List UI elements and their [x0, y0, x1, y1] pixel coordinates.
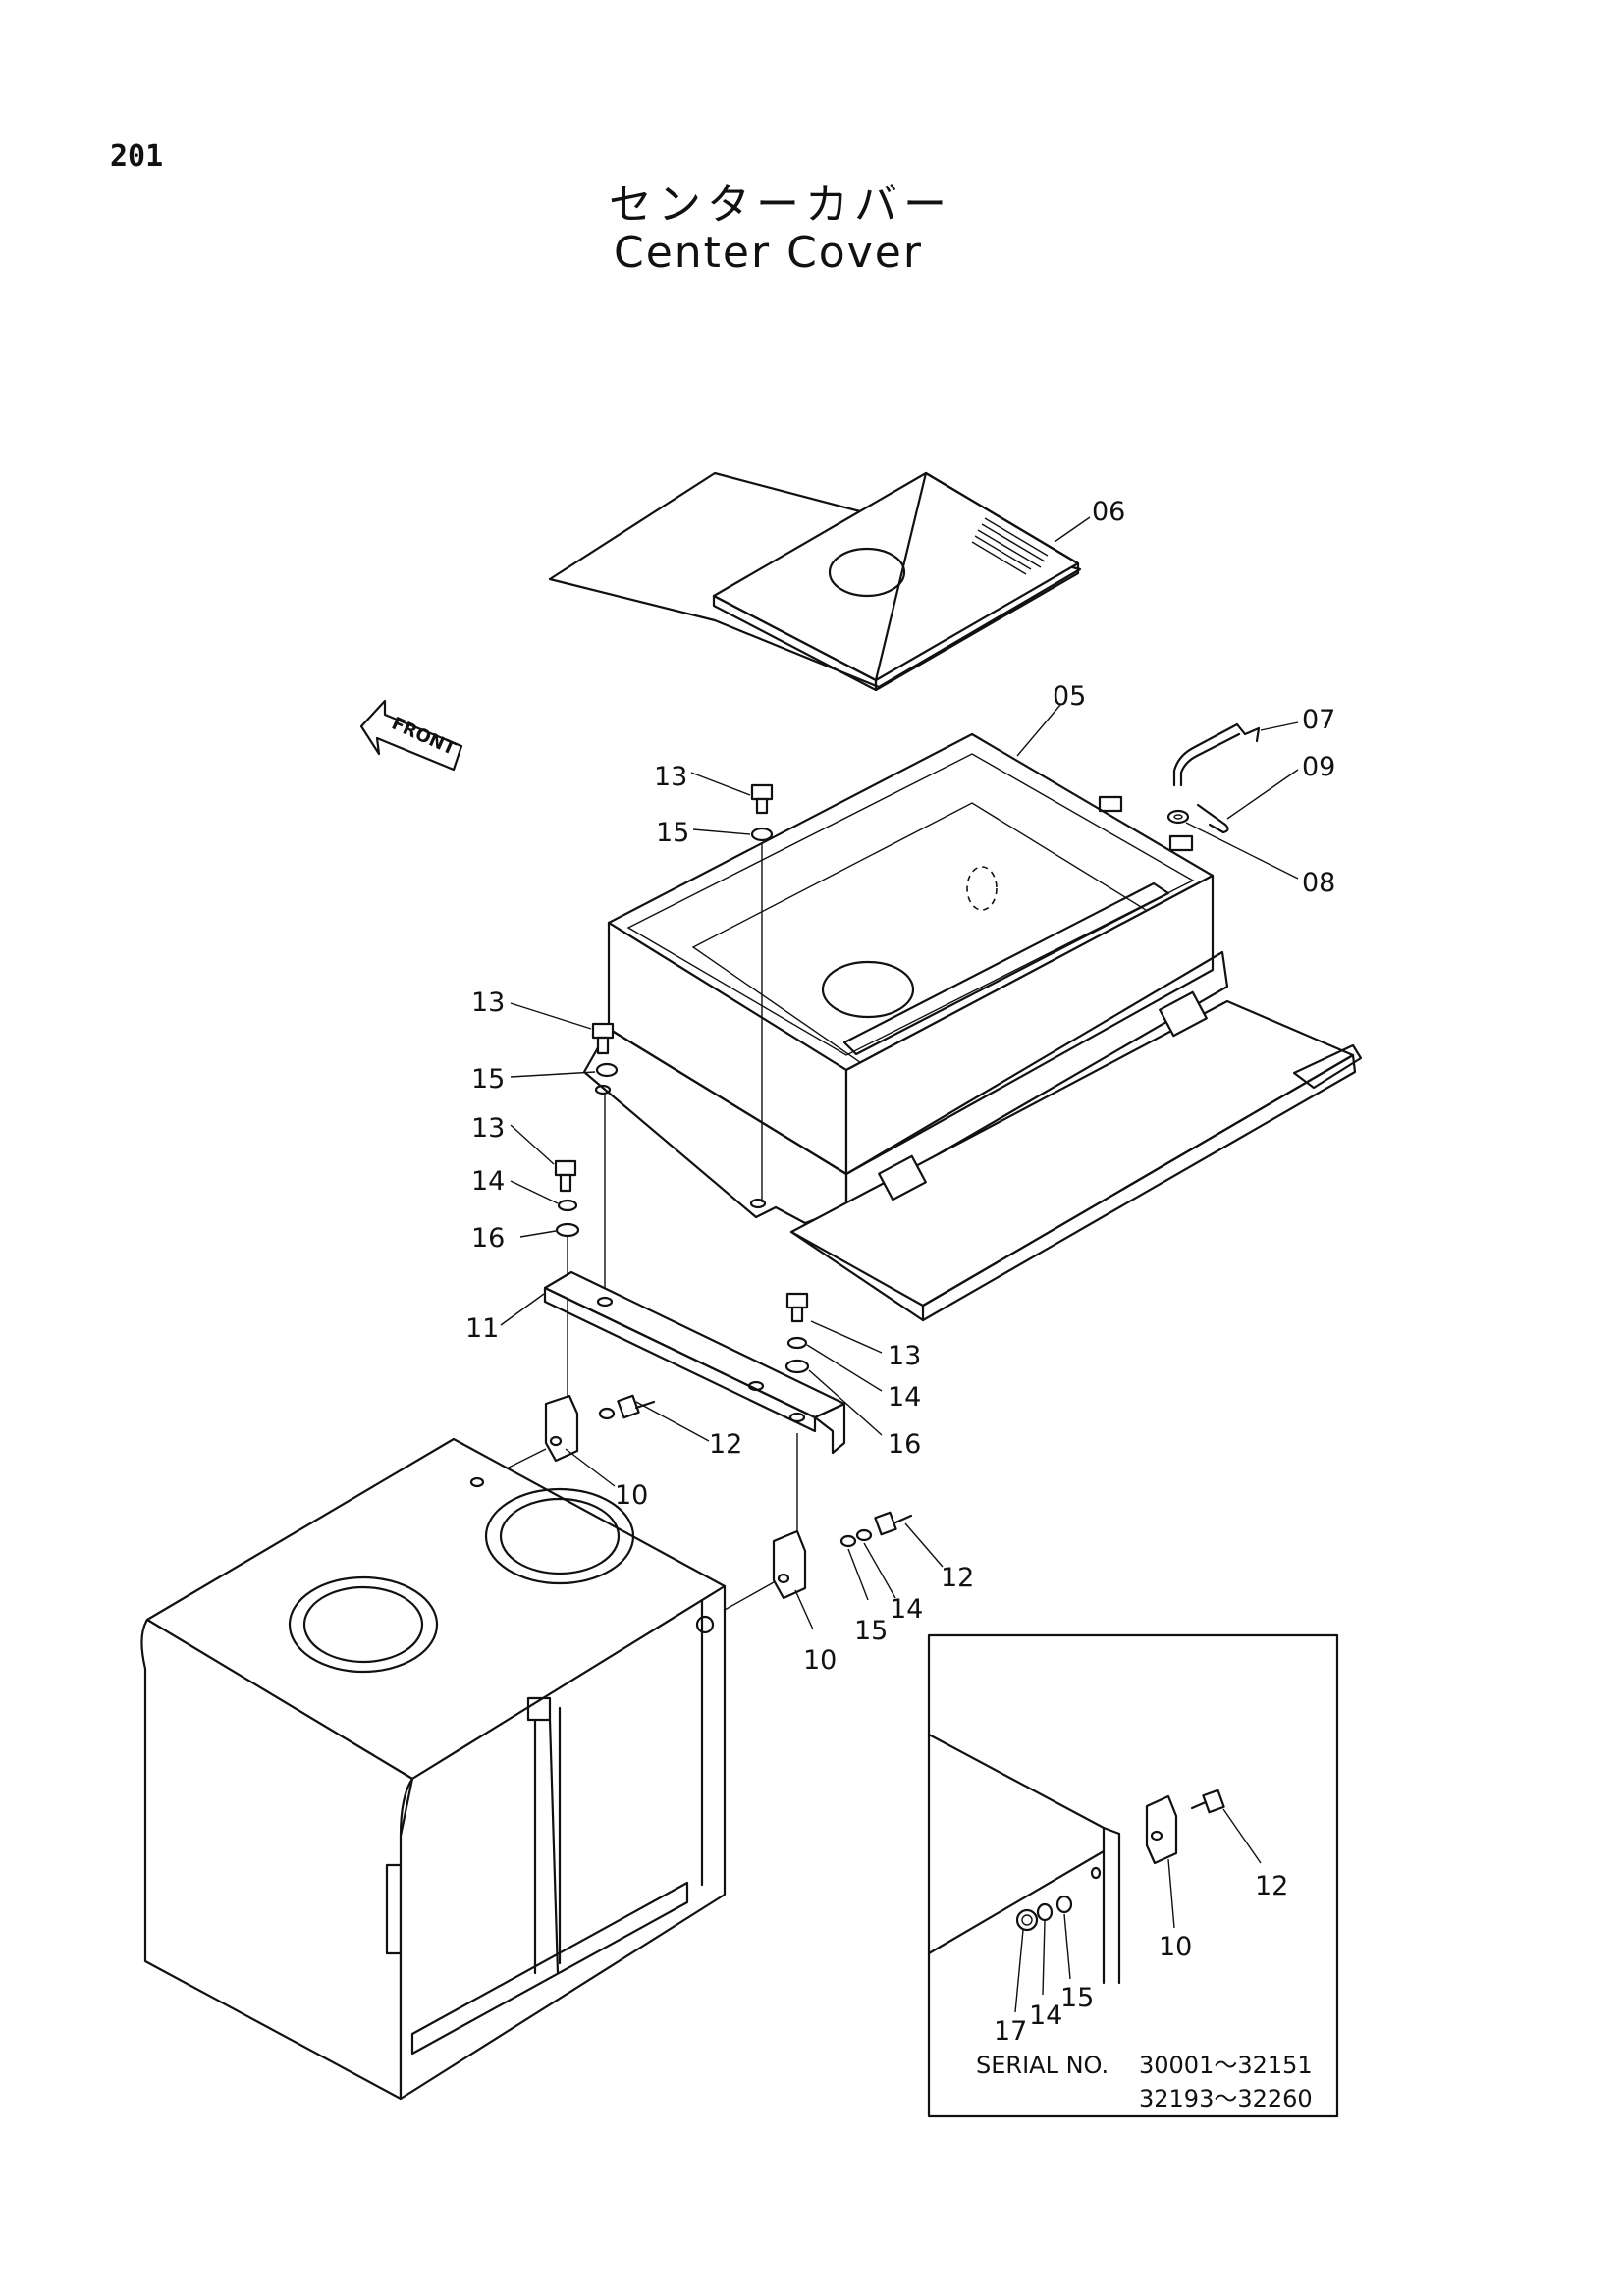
serial-range-1: 30001～32151	[1139, 2052, 1313, 2079]
washer-16-stack	[519, 1222, 580, 1400]
callout-14-inset: 14	[1029, 2001, 1062, 2031]
callout-13-left: 13	[471, 988, 505, 1018]
part-08-washer	[1166, 809, 1299, 880]
callout-13-right: 13	[888, 1341, 921, 1371]
callout-labels: 06 05 07 09 08 13 15 13 15 13 14 16 11 1…	[465, 497, 1335, 2047]
callout-15-left: 15	[471, 1064, 505, 1095]
part-05-center-box	[582, 704, 1363, 1322]
bolt-13-left	[510, 1002, 615, 1055]
callout-10-right: 10	[803, 1645, 837, 1676]
callout-14-right: 14	[888, 1382, 921, 1413]
part-07-rod	[1172, 721, 1299, 787]
part-09-pin	[1196, 769, 1299, 834]
callout-13-stack: 13	[471, 1113, 505, 1144]
callout-09: 09	[1302, 752, 1335, 782]
washer-16-right	[784, 1359, 883, 1531]
callout-13-upper: 13	[654, 762, 687, 792]
page-title-japanese: センターカバー	[609, 180, 952, 230]
callout-15-right-lower: 15	[854, 1616, 888, 1646]
washer-15-left	[510, 1062, 619, 1298]
part-12-bolt-right	[839, 1511, 944, 1601]
callout-14-right-lower: 14	[890, 1594, 923, 1625]
serial-label: SERIAL NO.	[976, 2052, 1109, 2079]
callout-17-inset: 17	[994, 2016, 1027, 2047]
part-06-cover-plate	[548, 471, 1091, 692]
bolt-13-upper	[690, 772, 774, 815]
part-10-bracket-left	[474, 1394, 616, 1487]
callout-16-stack: 16	[471, 1223, 505, 1254]
callout-15-upper: 15	[656, 818, 689, 848]
callout-16-right: 16	[888, 1429, 921, 1460]
washer-14-stack	[510, 1180, 578, 1212]
washer-15-upper	[692, 827, 774, 1202]
callout-12-right: 12	[941, 1563, 974, 1593]
serial-range-2: 32193～32260	[1139, 2085, 1313, 2112]
callout-12-inset: 12	[1255, 1871, 1288, 1901]
part-11-bracket	[500, 1270, 846, 1455]
front-label: FRONT	[389, 714, 460, 760]
callout-06: 06	[1092, 497, 1125, 527]
callout-10-left: 10	[615, 1480, 648, 1511]
serial-number-note: SERIAL NO. 30001～32151 32193～32260	[976, 2052, 1313, 2112]
part-12-bolt-left	[598, 1394, 710, 1442]
bolt-13-right	[785, 1292, 883, 1354]
callout-07: 07	[1302, 705, 1335, 735]
bolt-13-stack	[510, 1124, 577, 1193]
callout-10-inset: 10	[1159, 1932, 1192, 1962]
callout-08: 08	[1302, 868, 1335, 898]
washer-14-right	[786, 1336, 883, 1392]
callout-11: 11	[465, 1313, 499, 1344]
callout-05: 05	[1053, 681, 1086, 712]
part-10-bracket-right	[724, 1529, 814, 1630]
main-housing	[140, 1437, 727, 2101]
callout-14-stack: 14	[471, 1166, 505, 1197]
callout-15-inset: 15	[1060, 1983, 1094, 2013]
page-number: 201	[110, 139, 164, 174]
inset-detail-box	[927, 1633, 1339, 2118]
front-direction-arrow: FRONT	[359, 699, 463, 772]
page-title-english: Center Cover	[614, 228, 923, 278]
callout-12-left: 12	[709, 1429, 742, 1460]
